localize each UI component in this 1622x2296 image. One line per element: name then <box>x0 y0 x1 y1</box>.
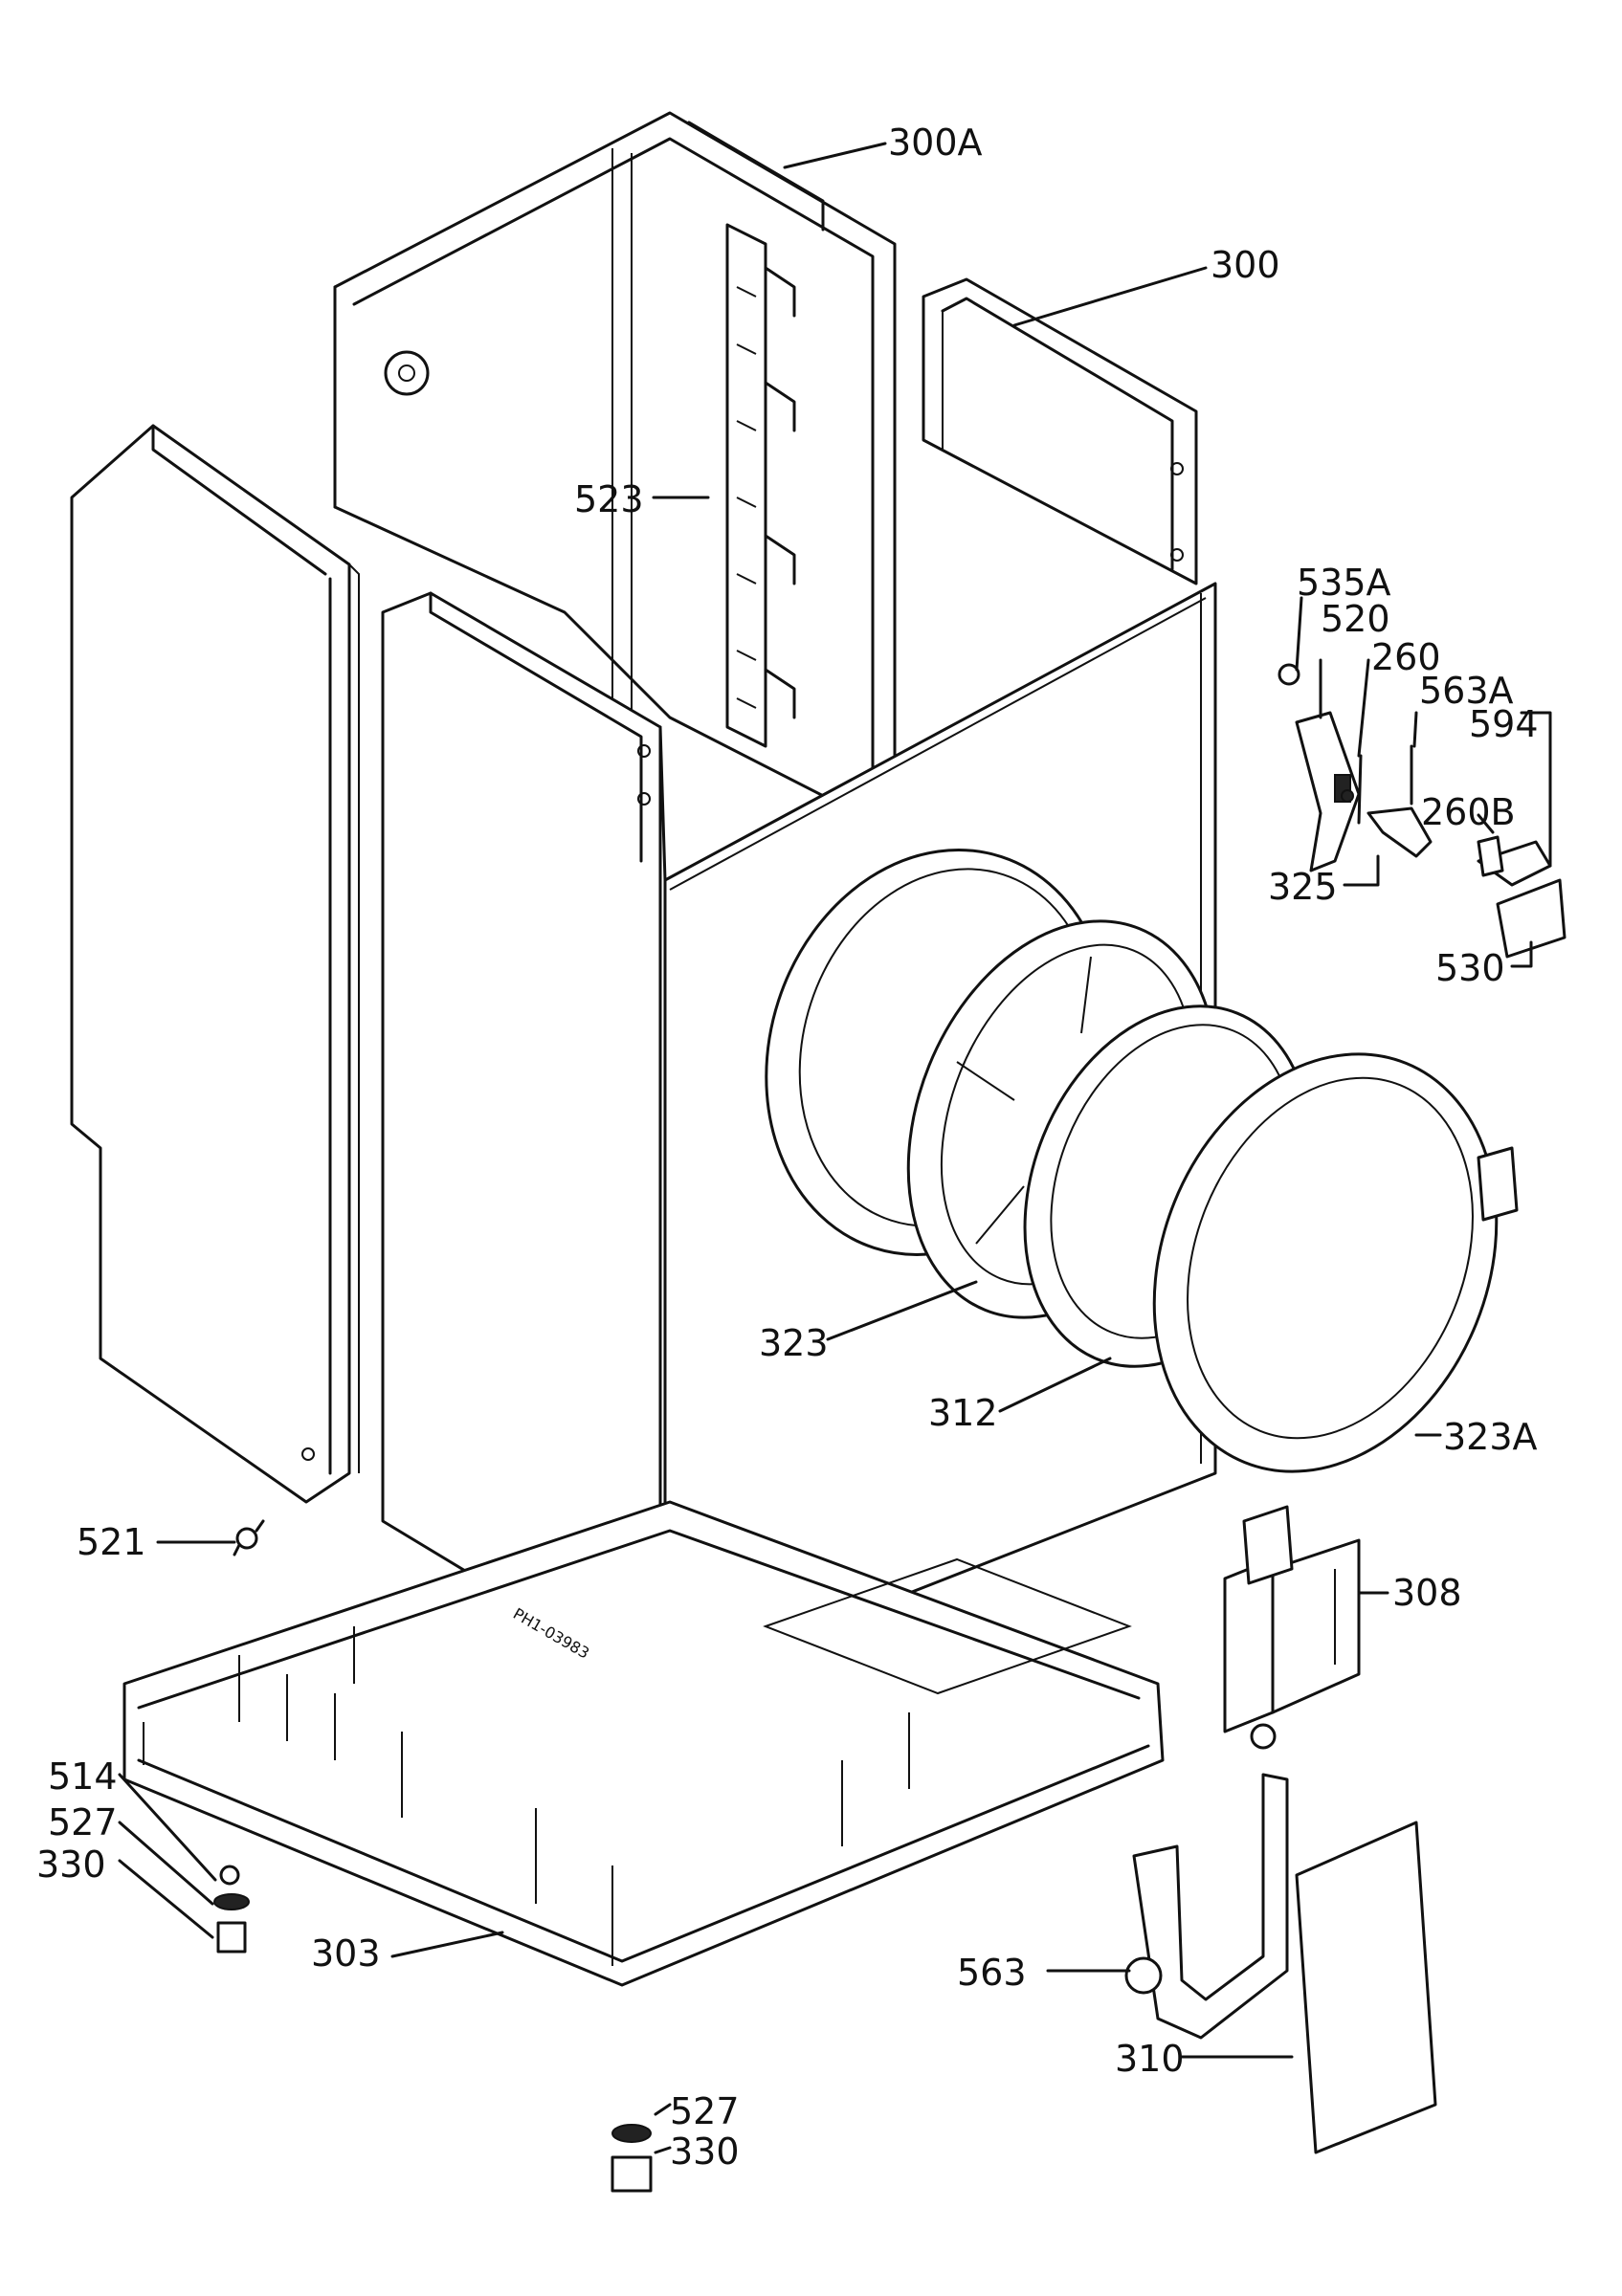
label-563: 563 <box>957 1952 1027 1994</box>
leader-lines <box>118 142 1552 2154</box>
label-330b: 330 <box>670 2130 740 2173</box>
label-594: 594 <box>1469 703 1539 745</box>
label-521: 521 <box>77 1521 146 1563</box>
left-side-panel <box>70 424 360 1504</box>
label-260: 260 <box>1371 636 1441 678</box>
bracket-563 <box>1124 1773 1289 2040</box>
right-frame-300 <box>922 277 1198 585</box>
label-514: 514 <box>48 1755 118 1798</box>
foot-center <box>611 2124 653 2193</box>
base-frame-303 <box>122 1500 1165 1987</box>
screw-521 <box>233 1519 265 1556</box>
label-310: 310 <box>1115 2038 1185 2080</box>
label-535a: 535A <box>1297 562 1391 604</box>
label-563a: 563A <box>1419 670 1514 712</box>
cover-310 <box>1295 1821 1437 2154</box>
label-527b: 527 <box>670 2090 740 2132</box>
label-530: 530 <box>1435 947 1505 989</box>
label-323: 323 <box>759 1322 829 1364</box>
label-520: 520 <box>1321 598 1390 640</box>
inner-rail-523 <box>725 223 796 748</box>
label-303: 303 <box>311 1932 381 1975</box>
label-260b: 260B <box>1421 791 1516 833</box>
label-325: 325 <box>1268 866 1338 908</box>
label-527: 527 <box>48 1801 118 1843</box>
foot-left <box>213 1865 250 1954</box>
door-ring-323a <box>1152 1052 1519 1473</box>
part-labels: 300A 300 523 535A 520 260 563A 594 260B … <box>36 121 1539 2173</box>
hinge-308 <box>1223 1505 1361 1750</box>
label-300: 300 <box>1211 244 1280 286</box>
label-323a: 323A <box>1443 1416 1538 1458</box>
label-312: 312 <box>928 1392 998 1434</box>
label-523: 523 <box>574 478 644 520</box>
label-308: 308 <box>1392 1572 1462 1614</box>
label-300a: 300A <box>888 121 983 164</box>
small-parts-group <box>1278 663 1566 959</box>
label-330: 330 <box>36 1843 106 1886</box>
